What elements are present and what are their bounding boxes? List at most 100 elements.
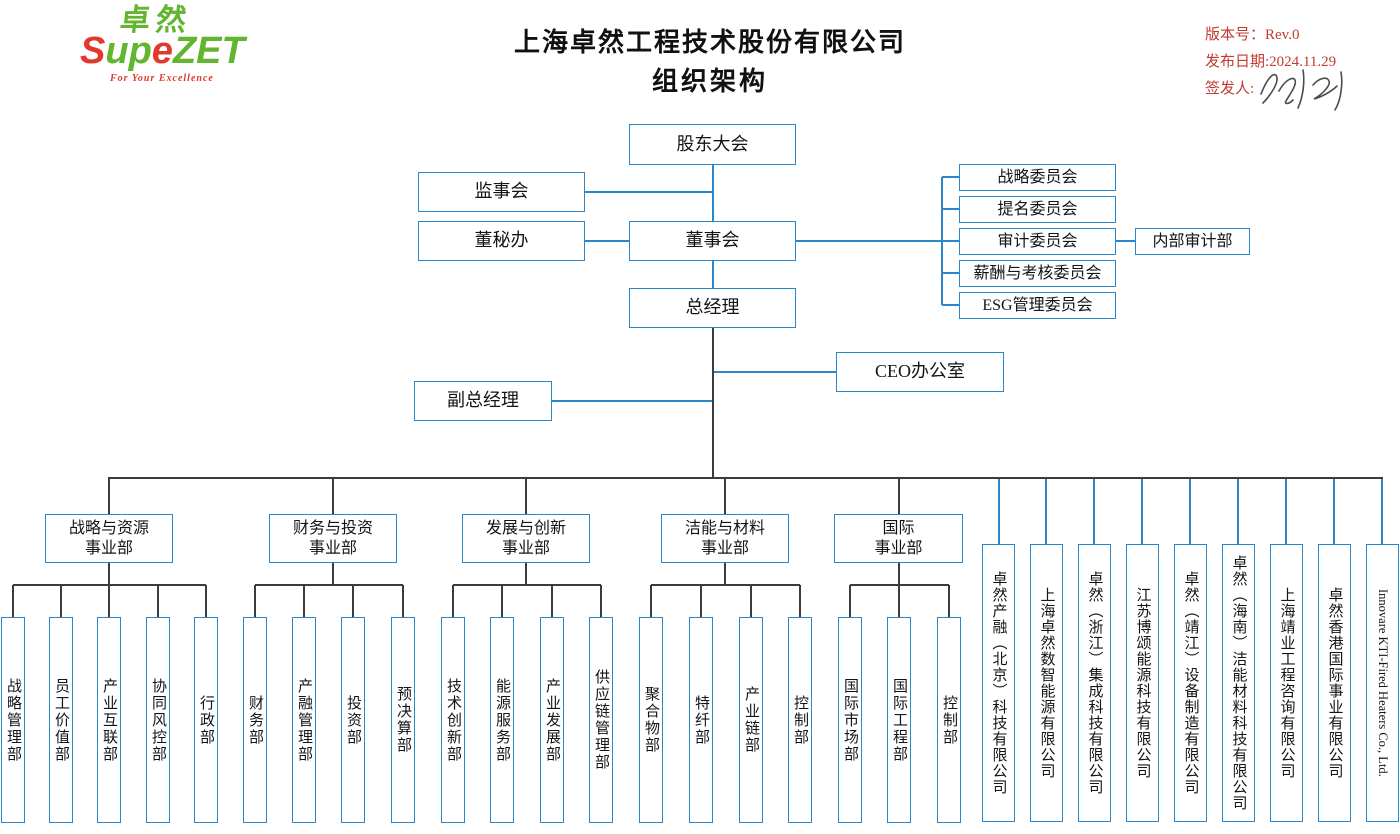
strategy-committee-label: 战略委员会 (997, 168, 1078, 186)
connector-line (948, 585, 950, 617)
international-engineering-dept-label: 国际工程部 (891, 677, 907, 763)
connector-line (1285, 478, 1287, 544)
page-title: 上海卓然工程技术股份有限公司 组织架构 (360, 24, 1060, 102)
industry-interconnection-dept: 产业互联部 (97, 617, 121, 823)
administration-dept: 行政部 (194, 617, 218, 823)
version-value: Rev.0 (1265, 27, 1300, 43)
subsidiary-zhuoran-chanrong-beijing-label: 卓然产融（北京）科技有限公司 (990, 571, 1007, 795)
internal-audit-dept: 内部审计部 (1135, 228, 1250, 255)
special-fiber-dept-label: 特纤部 (693, 694, 709, 746)
connector-line (700, 585, 702, 617)
deputy-general-manager-label: 副总经理 (447, 390, 519, 411)
administration-dept-label: 行政部 (198, 694, 214, 746)
dept-international-label: 国际 事业部 (874, 520, 923, 557)
connector-line (60, 585, 62, 617)
dept-strategy-resources-label: 战略与资源 事业部 (68, 520, 149, 557)
connector-line (898, 478, 900, 514)
connector-line (12, 585, 14, 617)
dept-finance-investment-label: 财务与投资 事业部 (292, 520, 373, 557)
control-dept-international-label: 控制部 (941, 694, 957, 746)
connector-line (1141, 478, 1143, 544)
strategy-management-dept-label: 战略管理部 (5, 677, 21, 763)
connector-line (1093, 478, 1095, 544)
general-manager: 总经理 (629, 288, 796, 328)
collaborative-risk-control-dept-label: 协同风控部 (150, 677, 166, 763)
board-secretary-office: 董秘办 (418, 221, 585, 261)
connector-line (1045, 478, 1047, 544)
compensation-assessment-committee-label: 薪酬与考核委员会 (973, 264, 1102, 282)
issuer-row: 签发人: (1205, 76, 1336, 103)
connector-line (998, 478, 1000, 544)
connector-line (254, 585, 256, 617)
connector-line (750, 585, 752, 617)
subsidiary-zhuoran-jingjiang: 卓然（靖江）设备制造有限公司 (1174, 544, 1207, 822)
shareholders-meeting: 股东大会 (629, 124, 796, 165)
connector-line (525, 478, 527, 514)
connector-line (108, 478, 110, 514)
connector-line (303, 585, 305, 617)
energy-services-dept-label: 能源服务部 (494, 677, 510, 763)
industry-finance-management-dept-label: 产融管理部 (296, 677, 312, 763)
connector-line (255, 584, 403, 586)
board-of-directors-label: 董事会 (685, 230, 740, 251)
connector-line (501, 585, 503, 617)
subsidiary-jiangsu-bosong-label: 江苏博颂能源科技有限公司 (1134, 587, 1151, 779)
connector-line (942, 272, 959, 274)
internal-audit-dept-label: 内部审计部 (1152, 232, 1233, 250)
release-date-label: 发布日期: (1205, 54, 1270, 70)
connector-line (942, 208, 959, 210)
ceo-office: CEO办公室 (836, 352, 1004, 392)
supervisory-board-label: 监事会 (474, 181, 529, 202)
control-dept-materials-label: 控制部 (792, 694, 808, 746)
dept-strategy-resources: 战略与资源 事业部 (45, 514, 173, 563)
connector-line (712, 261, 714, 288)
connector-line (1381, 478, 1383, 544)
connector-line (712, 328, 714, 478)
special-fiber-dept: 特纤部 (689, 617, 713, 823)
logo-letter-s: S (80, 30, 106, 72)
connector-line (585, 191, 713, 193)
industry-chain-dept: 产业链部 (739, 617, 763, 823)
connector-line (332, 478, 334, 514)
strategy-committee: 战略委员会 (959, 164, 1116, 191)
connector-line (157, 585, 159, 617)
budget-final-accounts-dept: 预决算部 (391, 617, 415, 823)
connector-line (713, 371, 836, 373)
subsidiary-shanghai-jingye-label: 上海靖业工程咨询有限公司 (1278, 587, 1295, 779)
dept-development-innovation: 发展与创新 事业部 (462, 514, 590, 563)
subsidiary-zhuoran-hainan-label: 卓然（海南）洁能材料科技有限公司 (1230, 555, 1247, 811)
nomination-committee: 提名委员会 (959, 196, 1116, 223)
connector-line (332, 563, 334, 585)
subsidiary-jiangsu-bosong: 江苏博颂能源科技有限公司 (1126, 544, 1159, 822)
subsidiary-shanghai-zhuoran-digital-energy: 上海卓然数智能源有限公司 (1030, 544, 1063, 822)
supply-chain-management-dept: 供应链管理部 (589, 617, 613, 823)
industry-development-dept: 产业发展部 (540, 617, 564, 823)
connector-line (108, 585, 110, 617)
polymer-dept: 聚合物部 (639, 617, 663, 823)
release-date-row: 发布日期:2024.11.29 (1205, 49, 1336, 76)
connector-line (1237, 478, 1239, 544)
dept-cleanenergy-materials-label: 洁能与材料 事业部 (684, 520, 765, 557)
control-dept-international: 控制部 (937, 617, 961, 823)
shareholders-meeting-label: 股东大会 (676, 133, 749, 154)
esg-management-committee: ESG管理委员会 (959, 292, 1116, 319)
connector-line (402, 585, 404, 617)
budget-final-accounts-dept-label: 预决算部 (395, 686, 411, 754)
investment-dept: 投资部 (341, 617, 365, 823)
connector-line (651, 584, 800, 586)
supezet-logo: 卓然 SupeZET For Your Excellence (80, 4, 270, 84)
connector-line (724, 478, 726, 514)
connector-line (452, 585, 454, 617)
polymer-dept-label: 聚合物部 (643, 686, 659, 754)
technology-innovation-dept: 技术创新部 (441, 617, 465, 823)
finance-dept: 财务部 (243, 617, 267, 823)
subsidiary-innovare-kti-label: Innovare KTI-Fired Heaters Co., Ltd. (1376, 589, 1390, 777)
audit-committee: 审计委员会 (959, 228, 1116, 255)
industry-chain-dept-label: 产业链部 (743, 686, 759, 754)
version-row: 版本号：Rev.0 (1205, 22, 1336, 49)
company-name: 上海卓然工程技术股份有限公司 (513, 28, 906, 57)
employee-value-dept: 员工价值部 (49, 617, 73, 823)
release-date-value: 2024.11.29 (1269, 54, 1337, 70)
connector-line (942, 176, 959, 178)
dept-international: 国际 事业部 (834, 514, 963, 563)
